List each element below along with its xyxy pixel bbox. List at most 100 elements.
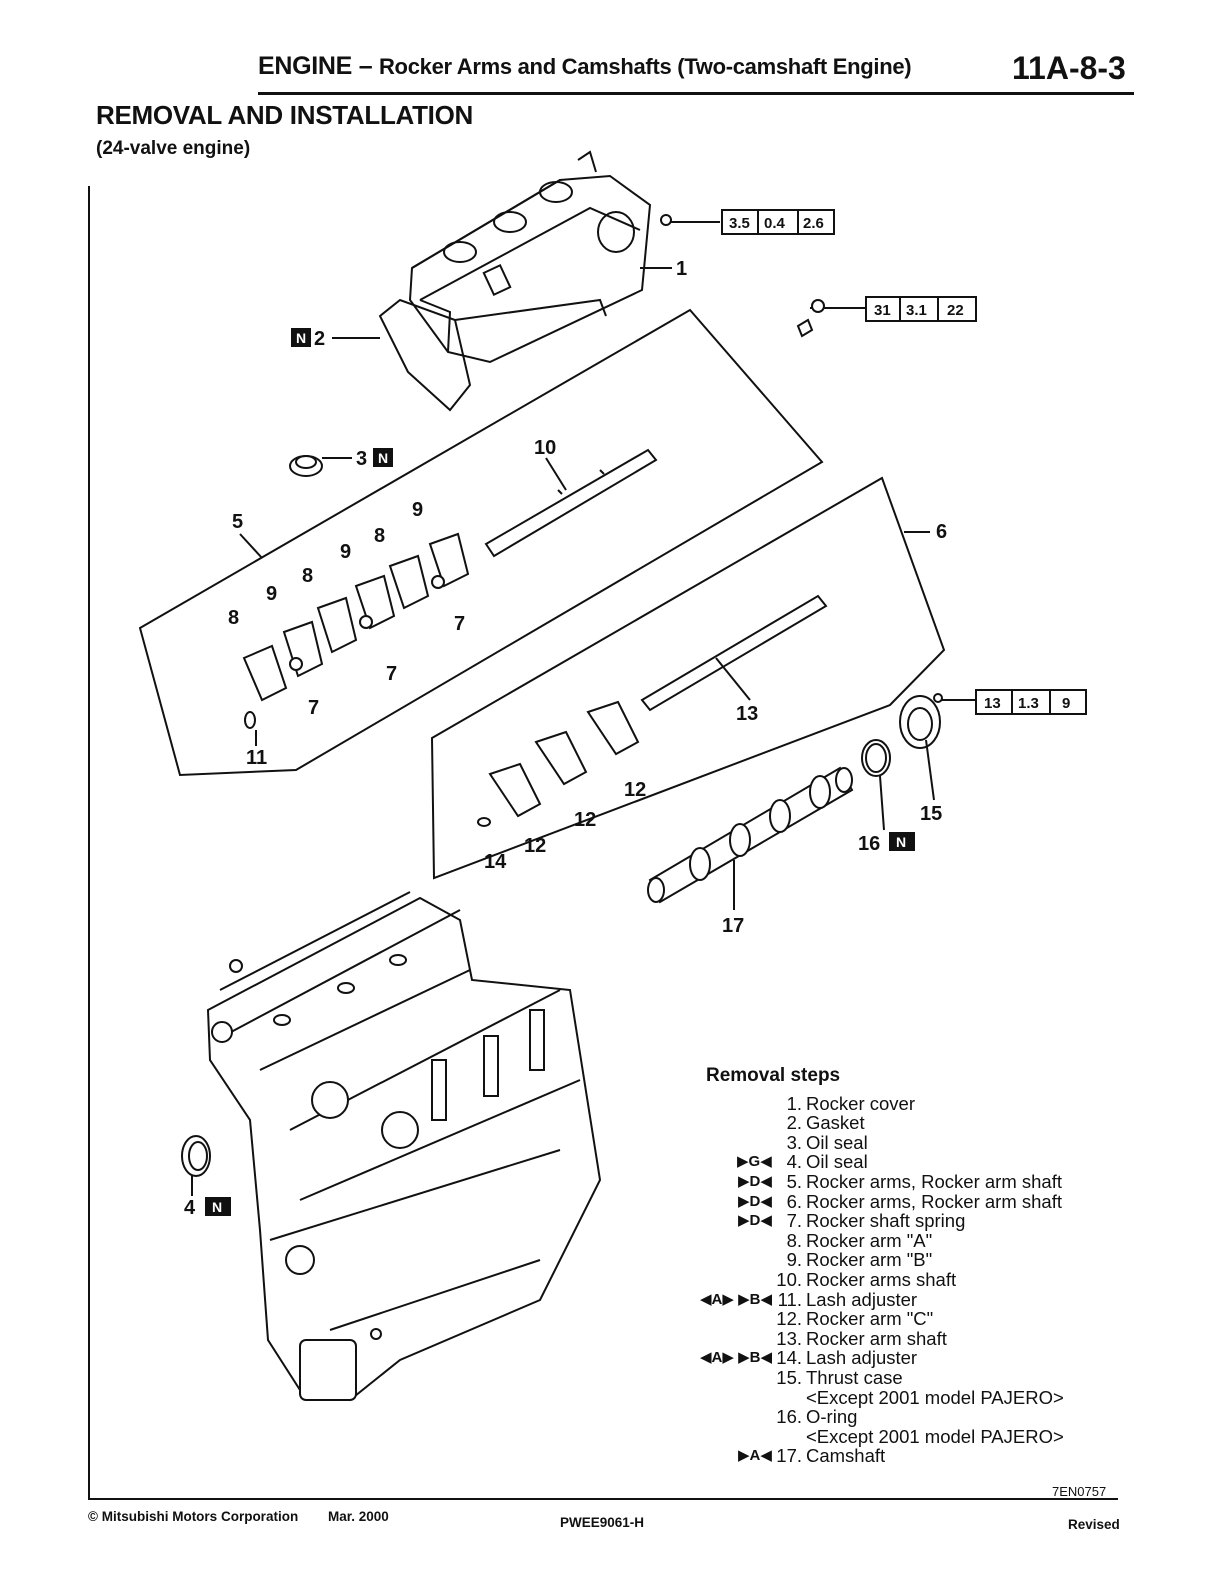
removal-step: 8.Rocker arm "A" — [706, 1229, 933, 1251]
leader-lines — [239, 267, 935, 910]
removal-step: 16.O-ring — [706, 1406, 857, 1428]
callout-7a: 7 — [308, 697, 319, 719]
rocker-arms-shaft-10 — [484, 448, 658, 558]
callout-15: 15 — [920, 803, 942, 825]
step-number: 10. — [776, 1268, 802, 1290]
step-number: 2. — [786, 1112, 802, 1134]
torque-1-kgfm: 0.4 — [764, 215, 786, 232]
step-number: 7. — [786, 1210, 802, 1232]
section-title: REMOVAL AND INSTALLATION — [96, 100, 473, 130]
callout-6: 6 — [936, 521, 947, 543]
gasket-illustration — [378, 298, 607, 412]
figure-code: 7EN0757 — [1052, 1484, 1107, 1499]
torque-3-kgfm: 1.3 — [1018, 695, 1039, 712]
callout-1: 1 — [676, 258, 687, 280]
header-section: ENGINE — [258, 52, 353, 80]
callout-14: 14 — [484, 851, 507, 873]
header-dash: – — [352, 52, 379, 80]
new-part-mark-4: N — [212, 1199, 222, 1215]
torque-spec-3: 13 1.3 9 — [975, 689, 1087, 715]
callout-9a: 9 — [266, 583, 277, 605]
step-number: 8. — [786, 1229, 802, 1251]
removal-step: 12.Rocker arm "C" — [706, 1309, 933, 1329]
removal-step: ▶D◀7.Rocker shaft spring — [706, 1210, 965, 1232]
service-marker: ▶D◀ — [738, 1212, 772, 1230]
callout-17: 17 — [722, 915, 744, 937]
step-text: Rocker arms, Rocker arm shaft — [806, 1170, 1062, 1192]
step-number: 11. — [777, 1288, 802, 1310]
callout-3: 3 — [356, 448, 367, 470]
step-number: 9. — [786, 1249, 802, 1271]
torque-3-nm: 13 — [984, 695, 1001, 712]
step-text: Rocker cover — [806, 1092, 915, 1114]
removal-step: ◀A▶ ▶B◀14.Lash adjuster — [700, 1348, 917, 1368]
callout-13: 13 — [736, 703, 758, 725]
footer-date: Mar. 2000 — [328, 1509, 389, 1524]
step-number: 13. — [776, 1327, 802, 1349]
callout-8c: 8 — [374, 525, 385, 547]
callout-12b: 12 — [574, 809, 596, 831]
callout-12a: 12 — [524, 835, 546, 857]
step-text: Oil seal — [806, 1151, 868, 1173]
removal-step: 9.Rocker arm "B" — [706, 1249, 933, 1271]
new-part-mark-16: N — [896, 834, 906, 850]
footer-copyright: © Mitsubishi Motors Corporation — [88, 1509, 299, 1524]
footer-publication-code: PWEE9061-H — [560, 1515, 645, 1530]
callout-numbers: 1 2 3 4 5 6 7 7 7 8 8 8 9 9 9 10 11 12 1… — [184, 258, 947, 1219]
callout-7c: 7 — [454, 613, 465, 635]
oil-seal-3-illustration — [289, 455, 352, 477]
service-marker: ▶A◀ — [738, 1447, 772, 1465]
camshaft-illustration — [647, 766, 854, 904]
thrust-case-illustration — [899, 693, 976, 749]
step-number: 16. — [776, 1406, 802, 1428]
torque-2-kgfm: 3.1 — [906, 302, 927, 319]
group-5-outline — [138, 308, 824, 777]
callout-9c: 9 — [412, 499, 423, 521]
step-number: 1. — [786, 1092, 802, 1114]
removal-step: ▶D◀ 5.Rocker arms, Rocker arm shaft — [706, 1170, 1062, 1192]
oil-seal-4-illustration — [181, 1135, 211, 1196]
new-part-marks: N N N N — [205, 328, 915, 1216]
callout-5: 5 — [232, 511, 243, 533]
service-marker: ◀A▶ ▶B◀ — [700, 1290, 772, 1308]
step-text: Thrust case — [806, 1366, 903, 1388]
frame-left-border — [88, 186, 90, 1498]
engine-block-illustration — [206, 891, 602, 1402]
callout-8b: 8 — [302, 565, 313, 587]
removal-step: 1.Rocker cover — [706, 1092, 915, 1114]
new-part-mark-2: N — [296, 330, 306, 346]
removal-step: 3.Oil seal — [706, 1133, 868, 1153]
step-text: Rocker arm "A" — [806, 1229, 933, 1251]
step-number: 5. — [786, 1170, 802, 1192]
callout-9b: 9 — [340, 541, 351, 563]
step-number: 17. — [776, 1445, 802, 1467]
group-6-outline — [430, 476, 946, 880]
frame-bottom-border — [88, 1498, 1118, 1500]
callout-12c: 12 — [624, 779, 646, 801]
torque-3-ftlbf: 9 — [1062, 695, 1070, 712]
page-header-title: ENGINE – Rocker Arms and Camshafts (Two-… — [258, 52, 912, 81]
step-text: Rocker arms shaft — [806, 1268, 957, 1290]
callout-2: 2 — [314, 328, 325, 350]
torque-2-nm: 31 — [874, 302, 891, 319]
callout-7b: 7 — [386, 663, 397, 685]
torque-1-nm: 3.5 — [729, 215, 750, 232]
section-subtitle: (24-valve engine) — [96, 138, 251, 159]
removal-step: ◀A▶ ▶B◀11.Lash adjuster — [700, 1288, 917, 1310]
step-text: <Except 2001 model PAJERO> — [806, 1386, 1064, 1408]
step-number: 15. — [776, 1366, 802, 1388]
removal-step: 15.Thrust case — [706, 1366, 902, 1388]
removal-steps-title: Removal steps — [706, 1065, 841, 1086]
o-ring-illustration — [861, 739, 891, 777]
step-text: Rocker arm "C" — [806, 1308, 934, 1330]
callout-11: 11 — [246, 747, 267, 769]
step-text: Oil seal — [806, 1131, 868, 1153]
removal-step: ▶D◀6.Rocker arms, Rocker arm shaft — [706, 1191, 1062, 1212]
callout-4: 4 — [184, 1197, 196, 1219]
service-marker: ▶D◀ — [738, 1172, 772, 1190]
removal-step: <Except 2001 model PAJERO> — [706, 1387, 1064, 1408]
rocker-arms-group-5 — [242, 532, 470, 729]
removal-step: <Except 2001 model PAJERO> — [706, 1427, 1064, 1447]
